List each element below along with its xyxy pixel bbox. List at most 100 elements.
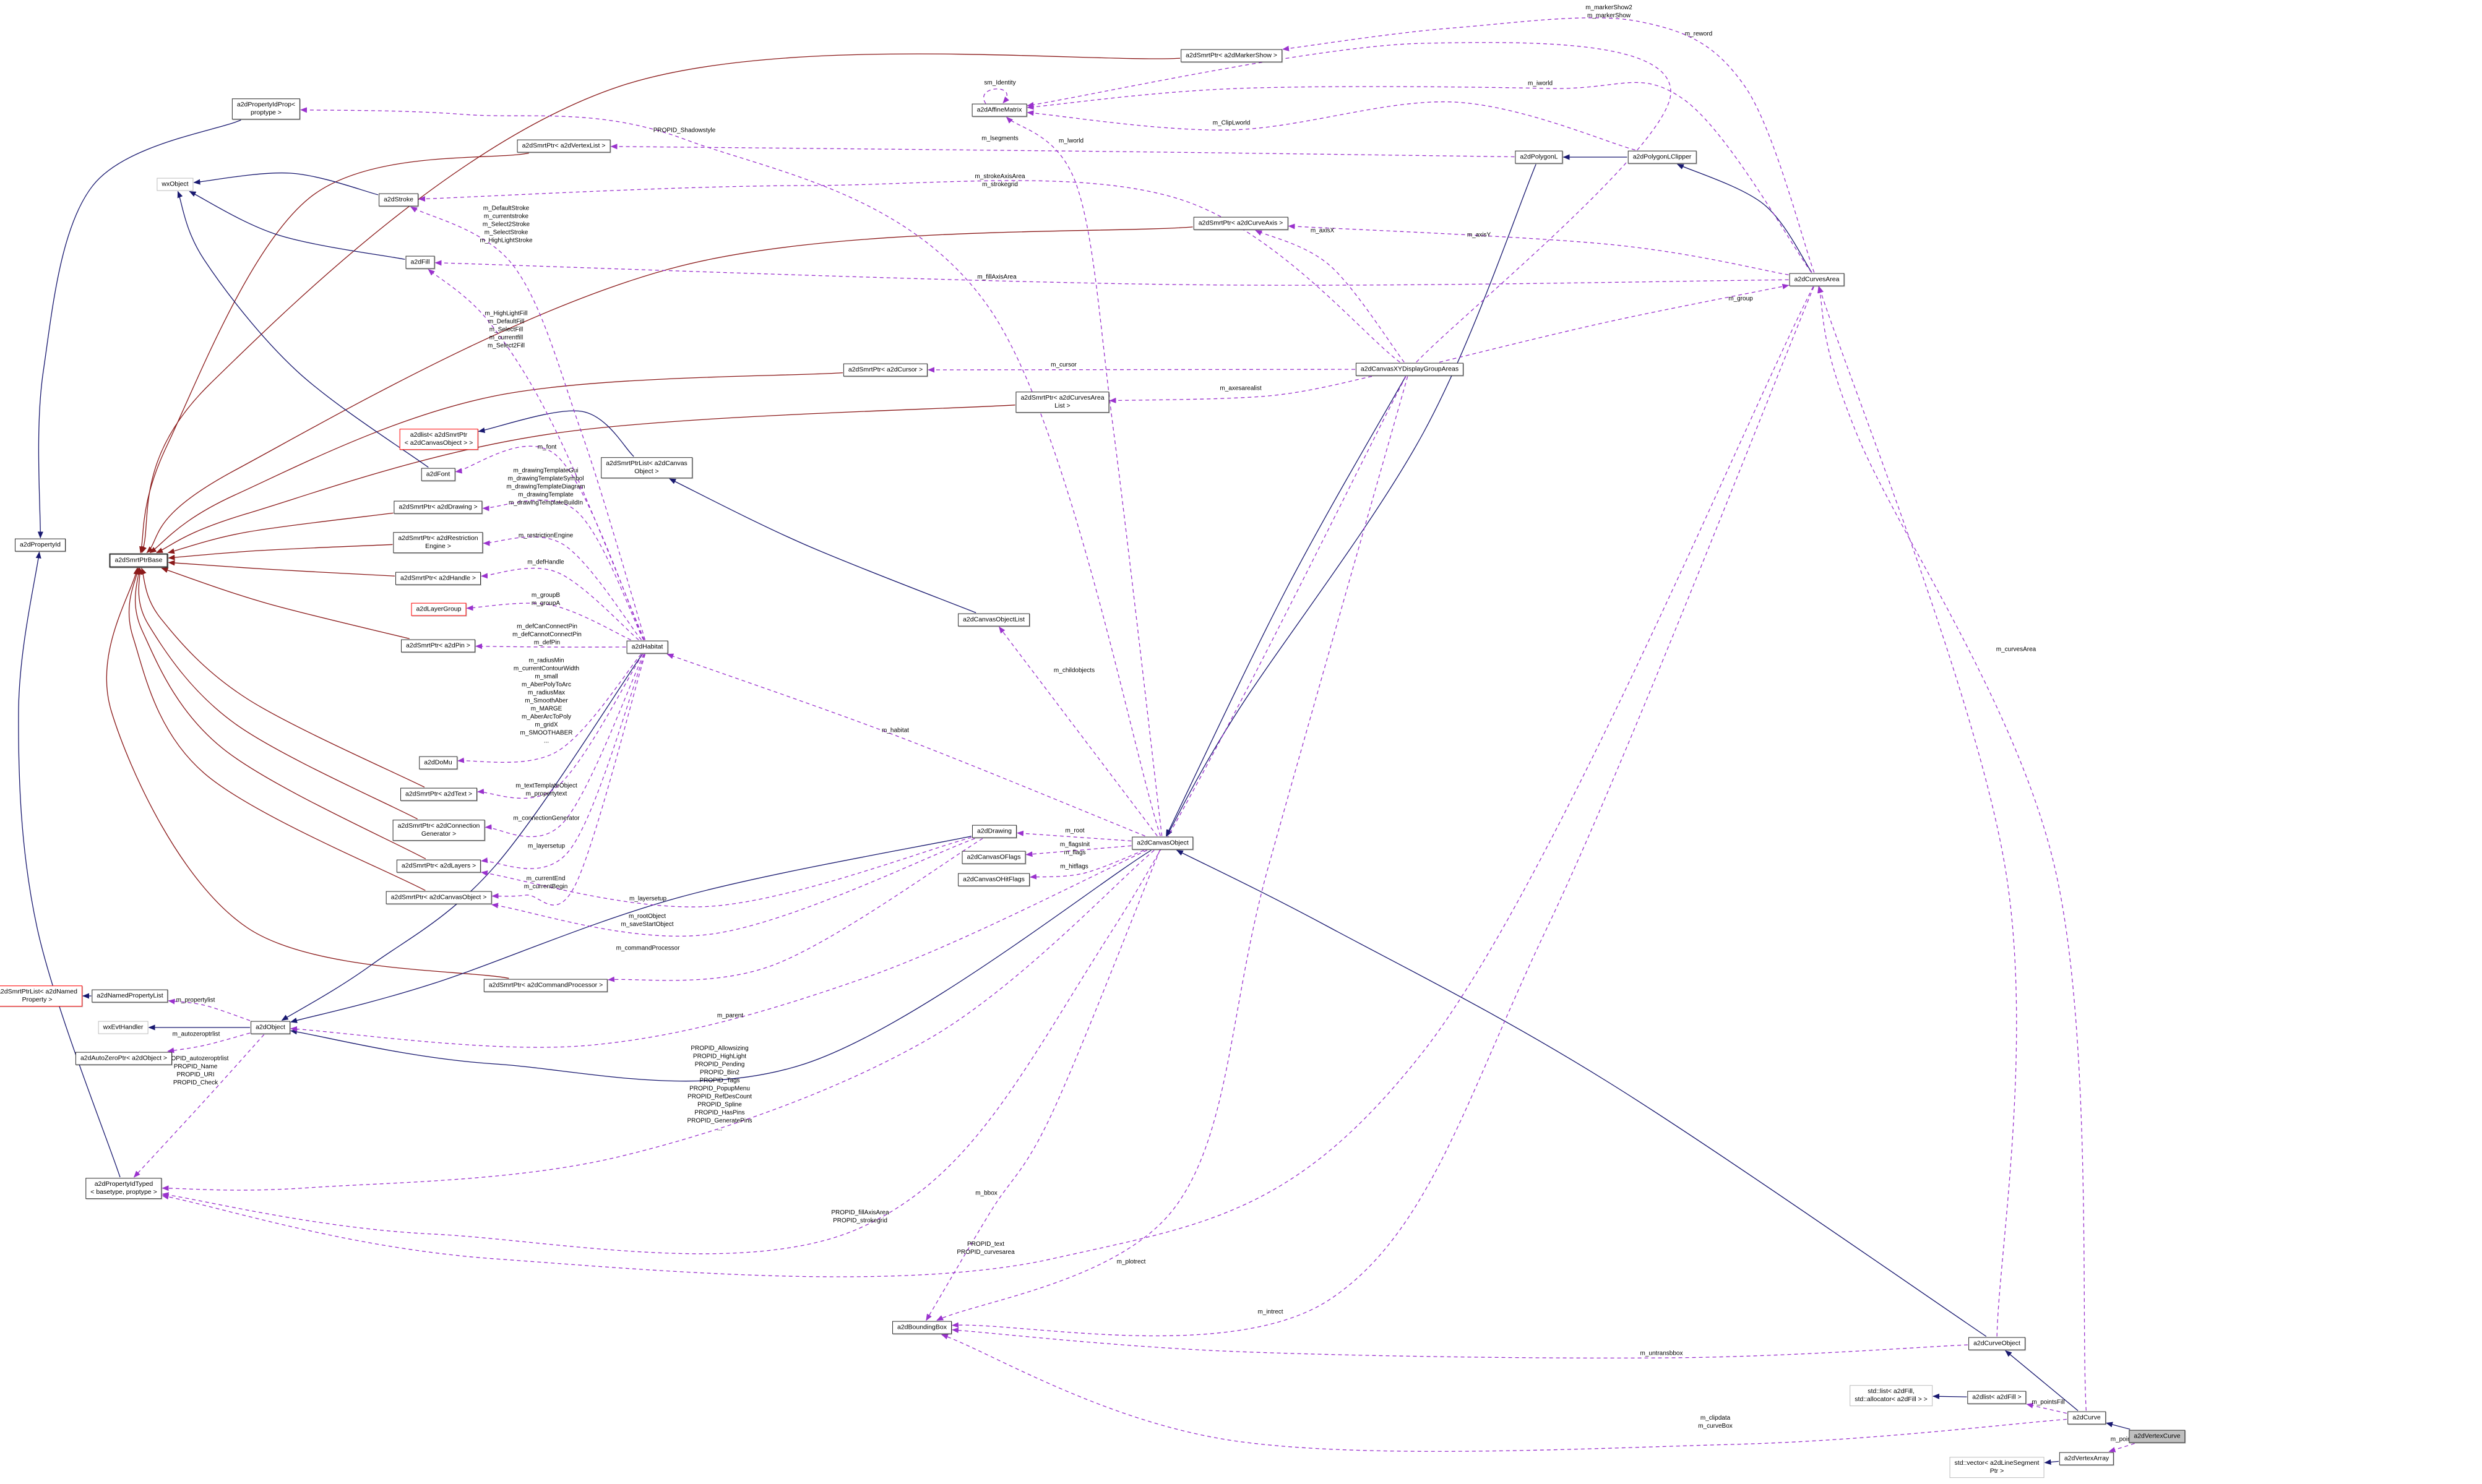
edge-habitat-to-smrt_layers — [481, 654, 645, 869]
class-node-smrt_canvasobj[interactable]: a2dSmrtPtr< a2dCanvasObject > — [386, 891, 492, 904]
edge-stroke-to-wxobject — [193, 172, 379, 195]
edge-smrt_layers-to-smrtptrbase — [134, 567, 426, 860]
edge-habitat-to-stroke — [410, 206, 646, 640]
class-node-smrt_cmdproc[interactable]: a2dSmrtPtr< a2dCommandProcessor > — [483, 979, 608, 992]
class-node-wxobject[interactable]: wxObject — [157, 178, 194, 191]
edge-curve-to-curveobject — [2005, 1350, 2079, 1412]
edge-canvasobject-to-oflags — [1025, 845, 1132, 857]
class-node-curvesarea[interactable]: a2dCurvesArea — [1789, 273, 1845, 286]
edge-xydisplay-to-stroke — [418, 180, 1400, 363]
edge-curvesarea-to-bbox — [952, 286, 1814, 1337]
class-node-bbox[interactable]: a2dBoundingBox — [892, 1321, 952, 1334]
edge-drawing-to-smrt_canvasobj — [491, 838, 975, 937]
class-node-autozeroptr[interactable]: a2dAutoZeroPtr< a2dObject > — [75, 1052, 173, 1065]
edge-polygonl-to-smrt_vertexlist — [610, 144, 1515, 158]
edge-prop_idtyped-to-propertyid — [18, 551, 121, 1178]
class-node-domu[interactable]: a2dDoMu — [419, 756, 457, 770]
class-node-prop_idprop[interactable]: a2dPropertyIdProp< proptype > — [231, 98, 301, 119]
edge-smrt_markershow-to-smrtptrbase — [141, 53, 1181, 554]
class-node-font[interactable]: a2dFont — [421, 468, 455, 481]
class-node-canvasobject[interactable]: a2dCanvasObject — [1132, 836, 1194, 850]
edge-curveobject-to-bbox — [952, 1327, 1968, 1359]
class-node-smrt_markershow[interactable]: a2dSmrtPtr< a2dMarkerShow > — [1181, 49, 1282, 62]
edge-curvesarea-to-polygonlclipper — [1676, 163, 1812, 273]
edge-curvesarea-to-prop_idtyped — [162, 286, 1814, 1277]
class-node-xydisplay[interactable]: a2dCanvasXYDisplayGroupAreas — [1355, 362, 1464, 376]
edge-drawing-to-a2dobject — [290, 836, 972, 1023]
edge-habitat-to-smrt_restriction — [483, 536, 642, 640]
class-node-smrt_cursor[interactable]: a2dSmrtPtr< a2dCursor > — [843, 363, 928, 377]
class-node-wxevthandler[interactable]: wxEvtHandler — [98, 1021, 149, 1034]
class-node-ohitflags[interactable]: a2dCanvasOHitFlags — [958, 873, 1030, 886]
class-node-smrtptrlist_canvasobj[interactable]: a2dSmrtPtrList< a2dCanvas Object > — [601, 457, 692, 478]
edge-canvasobject-to-prop_idtyped — [162, 850, 1155, 1191]
edge-habitat-to-font — [455, 445, 645, 640]
class-node-curve[interactable]: a2dCurve — [2067, 1411, 2106, 1425]
edge-habitat-to-smrt_conngen — [485, 654, 645, 838]
edge-smrt_handle-to-smrtptrbase — [168, 560, 395, 577]
edge-vertexarray-to-stdvector_seg — [2044, 1459, 2059, 1465]
edge-xydisplay-to-bbox — [936, 376, 1408, 1321]
class-node-oflags[interactable]: a2dCanvasOFlags — [962, 851, 1026, 864]
edge-curvesarea-to-smrt_curveaxis — [1288, 223, 1789, 275]
edge-xydisplay-to-curvesarea — [1439, 283, 1790, 363]
class-node-smrt_handle[interactable]: a2dSmrtPtr< a2dHandle > — [395, 572, 481, 585]
class-node-smrt_conngen[interactable]: a2dSmrtPtr< a2dConnection Generator > — [392, 820, 485, 841]
class-node-polygonlclipper[interactable]: a2dPolygonLClipper — [1627, 150, 1697, 164]
class-node-curveobject[interactable]: a2dCurveObject — [1968, 1337, 2025, 1350]
class-node-smrt_curvesarealist[interactable]: a2dSmrtPtr< a2dCurvesArea List > — [1015, 392, 1110, 413]
edge-smrt_vertexlist-to-smrtptrbase — [139, 152, 529, 554]
class-node-smrt_restriction[interactable]: a2dSmrtPtr< a2dRestriction Engine > — [393, 532, 483, 553]
class-node-affinematrix[interactable]: a2dAffineMatrix — [972, 103, 1027, 117]
class-node-habitat[interactable]: a2dHabitat — [626, 640, 668, 654]
edge-vertexcurve-to-curve — [2106, 1422, 2131, 1430]
edge-habitat-to-layergroup — [466, 603, 631, 641]
class-node-smrtptrbase[interactable]: a2dSmrtPtrBase — [109, 553, 168, 568]
class-node-smrt_curveaxis[interactable]: a2dSmrtPtr< a2dCurveAxis > — [1193, 217, 1288, 230]
edge-canvasobject-to-bbox — [926, 850, 1160, 1321]
class-node-smrt_pin[interactable]: a2dSmrtPtr< a2dPin > — [401, 639, 475, 653]
edge-smrt_pin-to-smrtptrbase — [161, 567, 410, 640]
class-node-polygonl[interactable]: a2dPolygonL — [1515, 150, 1563, 164]
edge-a2dobject-to-namedproplist — [168, 998, 251, 1021]
edge-curveobject-to-canvasobject — [1176, 849, 1987, 1337]
edge-canvasobject-to-a2dobject — [290, 849, 1152, 1082]
class-node-fill[interactable]: a2dFill — [405, 255, 435, 269]
edge-smrt_cmdproc-to-smrtptrbase — [106, 567, 509, 979]
class-node-smrtptrlist_named[interactable]: a2dSmrtPtrList< a2dNamed Property > — [0, 985, 82, 1006]
edge-a2dobject-to-autozeroptr — [167, 1032, 251, 1053]
class-node-a2dlist_fill[interactable]: a2dlist< a2dFill > — [1967, 1391, 2027, 1404]
edge-smrt_curvesarealist-to-smrtptrbase — [156, 405, 1015, 554]
edge-canvasobject-to-canvasobjlist — [999, 626, 1158, 836]
class-node-stdlist_fill[interactable]: std::list< a2dFill, std::allocator< a2dF… — [1850, 1385, 1933, 1406]
class-node-drawing[interactable]: a2dDrawing — [972, 825, 1017, 838]
edge-xydisplay-to-smrt_curveaxis — [1255, 229, 1405, 362]
class-node-propertyid[interactable]: a2dPropertyId — [15, 538, 66, 552]
class-node-a2dlist_canvasobj[interactable]: a2dlist< a2dSmrtPtr < a2dCanvasObject > … — [399, 429, 478, 450]
edge-habitat-to-smrt_handle — [481, 567, 639, 641]
class-node-vertexcurve[interactable]: a2dVertexCurve — [2129, 1430, 2186, 1443]
edge-habitat-to-smrt_drawing — [482, 499, 644, 640]
class-node-smrt_drawing[interactable]: a2dSmrtPtr< a2dDrawing > — [394, 500, 483, 514]
class-node-stroke[interactable]: a2dStroke — [379, 193, 418, 207]
edge-curvesarea-to-fill — [434, 260, 1789, 286]
edge-xydisplay-to-smrt_cursor — [928, 367, 1356, 373]
class-node-smrt_vertexlist[interactable]: a2dSmrtPtr< a2dVertexList > — [517, 139, 611, 153]
class-node-smrt_text[interactable]: a2dSmrtPtr< a2dText > — [400, 787, 477, 801]
class-node-a2dobject[interactable]: a2dObject — [251, 1021, 290, 1034]
edge-smrt_conngen-to-smrtptrbase — [137, 567, 418, 820]
edge-canvasobject-to-affinematrix — [1006, 116, 1163, 836]
edge-canvasobjlist-to-smrtptrlist_canvasobj — [669, 478, 976, 614]
class-node-stdvector_seg[interactable]: std::vector< a2dLineSegment Ptr > — [1949, 1457, 2045, 1478]
class-node-layergroup[interactable]: a2dLayerGroup — [411, 603, 467, 616]
class-node-smrt_layers[interactable]: a2dSmrtPtr< a2dLayers > — [396, 859, 481, 873]
class-node-canvasobjlist[interactable]: a2dCanvasObjectList — [958, 613, 1030, 627]
class-node-namedproplist[interactable]: a2dNamedPropertyList — [92, 989, 168, 1003]
class-node-prop_idtyped[interactable]: a2dPropertyIdTyped < basetype, proptype … — [85, 1178, 162, 1199]
edge-canvasobject-to-drawing — [1017, 830, 1132, 842]
edge-affinematrix-to-affinematrix — [983, 88, 1009, 104]
edge-polygonl-to-canvasobject — [1166, 164, 1536, 837]
class-node-vertexarray[interactable]: a2dVertexArray — [2059, 1452, 2114, 1465]
